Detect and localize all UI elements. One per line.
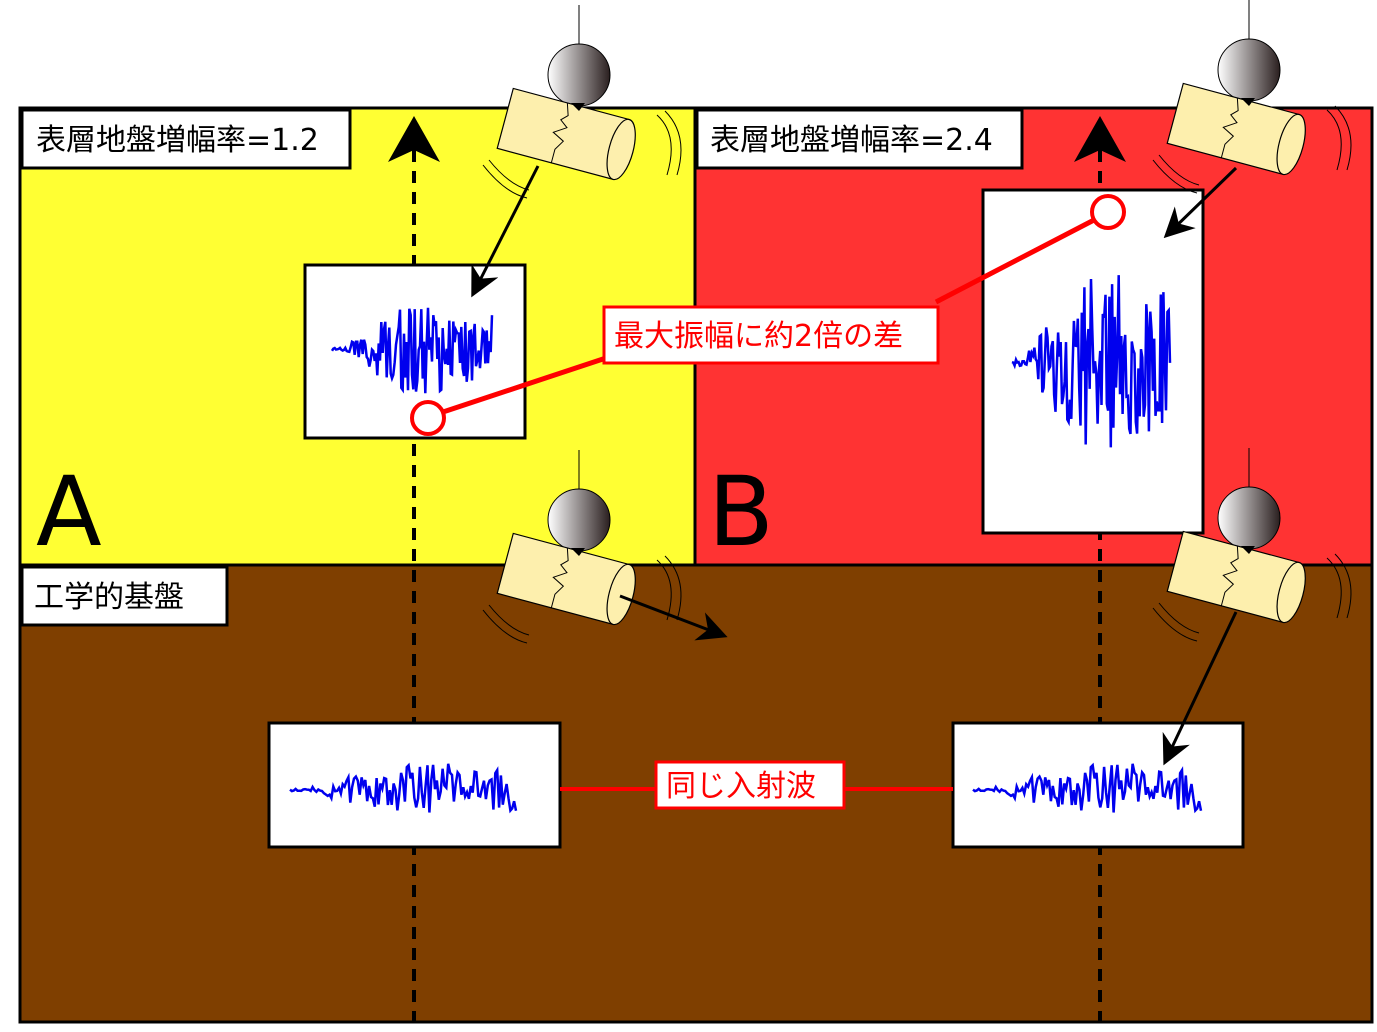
waveform-incident-b [951, 721, 1245, 849]
connector-b [934, 217, 1096, 305]
amplification-label-box-a [20, 108, 352, 170]
max-amplitude-label-box [602, 305, 940, 365]
pointer-arrow-bedrock-b [1162, 611, 1238, 766]
bedrock-label-box [20, 565, 229, 627]
waveform-trace [972, 762, 1203, 814]
bedrock-label: 工学的基盤 [34, 580, 184, 615]
up-arrow-b-icon [1074, 116, 1126, 162]
amplification-label-b: 表層地盤増幅率=2.4 [710, 123, 993, 158]
waveform-trace [330, 307, 494, 394]
amplification-label-box-b [695, 108, 1024, 170]
pointer-arrow-bedrock-a [619, 594, 728, 641]
amplification-label-a: 表層地盤増幅率=1.2 [36, 123, 319, 158]
site-label-b: B [708, 456, 774, 568]
pointer-arrow-b [1163, 166, 1238, 239]
pointer-arrow-a [471, 165, 540, 298]
waveform-incident-a [267, 721, 562, 849]
same-incident-label: 同じ入射波 [666, 769, 816, 804]
waveform-trace [1011, 275, 1172, 448]
waveform-trace [289, 762, 518, 814]
waveform-surface-b [981, 188, 1205, 535]
connector-a [442, 355, 607, 415]
up-arrow-a-icon [388, 116, 440, 162]
max-amplitude-label: 最大振幅に約2倍の差 [614, 319, 903, 354]
peak-marker-a [410, 400, 446, 436]
same-incident-label-box [654, 760, 846, 810]
site-label-a: A [36, 456, 102, 568]
peak-marker-b [1090, 194, 1126, 230]
